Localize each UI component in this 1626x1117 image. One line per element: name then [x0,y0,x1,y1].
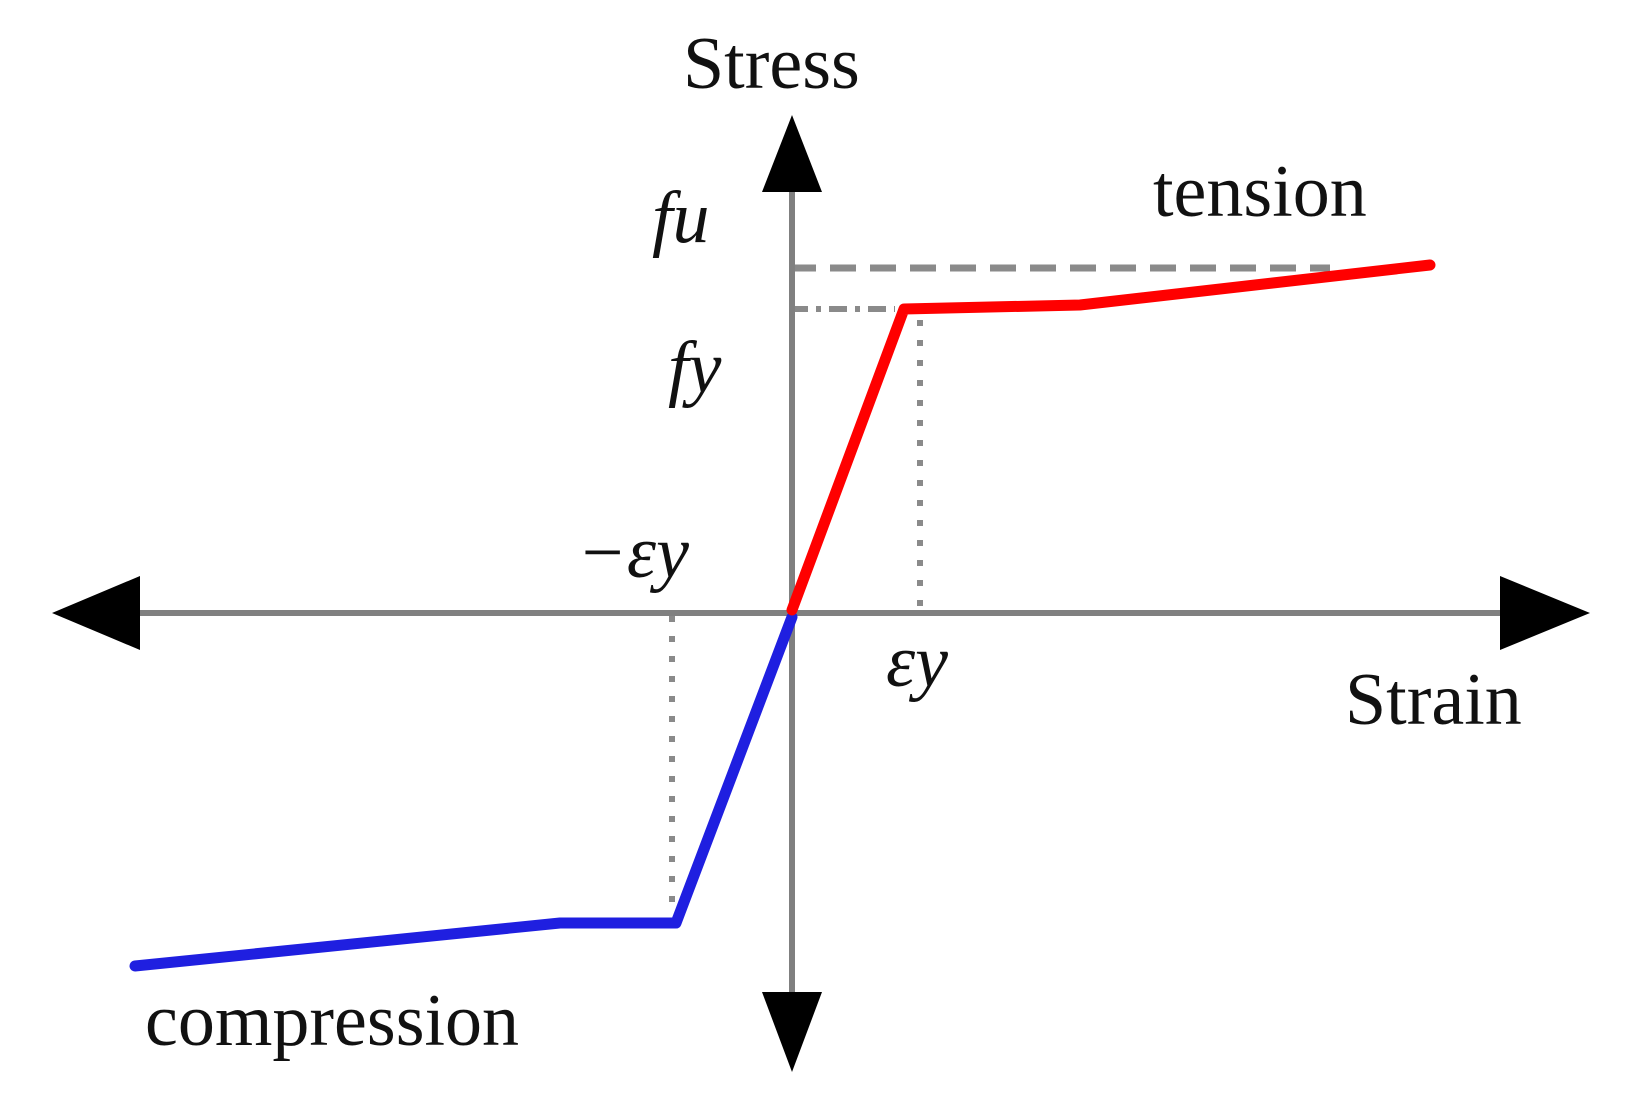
compression-label: compression [145,980,519,1062]
axes [52,115,1590,1072]
y-axis-label: Stress [683,23,860,105]
x-axis-label: Strain [1345,659,1522,741]
fu-label: fu [652,177,710,259]
eps-y-label: εy [886,621,948,703]
curves [129,259,1436,972]
neg-eps-y-label: −εy [577,512,689,594]
compression-curve [129,611,798,972]
y-axis-top-arrowhead [762,115,822,192]
fy-label: fy [668,327,722,409]
x-axis-right-arrowhead [1500,576,1590,650]
tension-label: tension [1153,151,1367,233]
y-axis-bottom-arrowhead [762,992,822,1072]
x-axis-left-arrowhead [52,576,140,650]
tension-curve [786,259,1436,616]
labels: Stress Strain fu fy −εy εy tension compr… [145,23,1522,1062]
guide-lines [669,264,1330,915]
